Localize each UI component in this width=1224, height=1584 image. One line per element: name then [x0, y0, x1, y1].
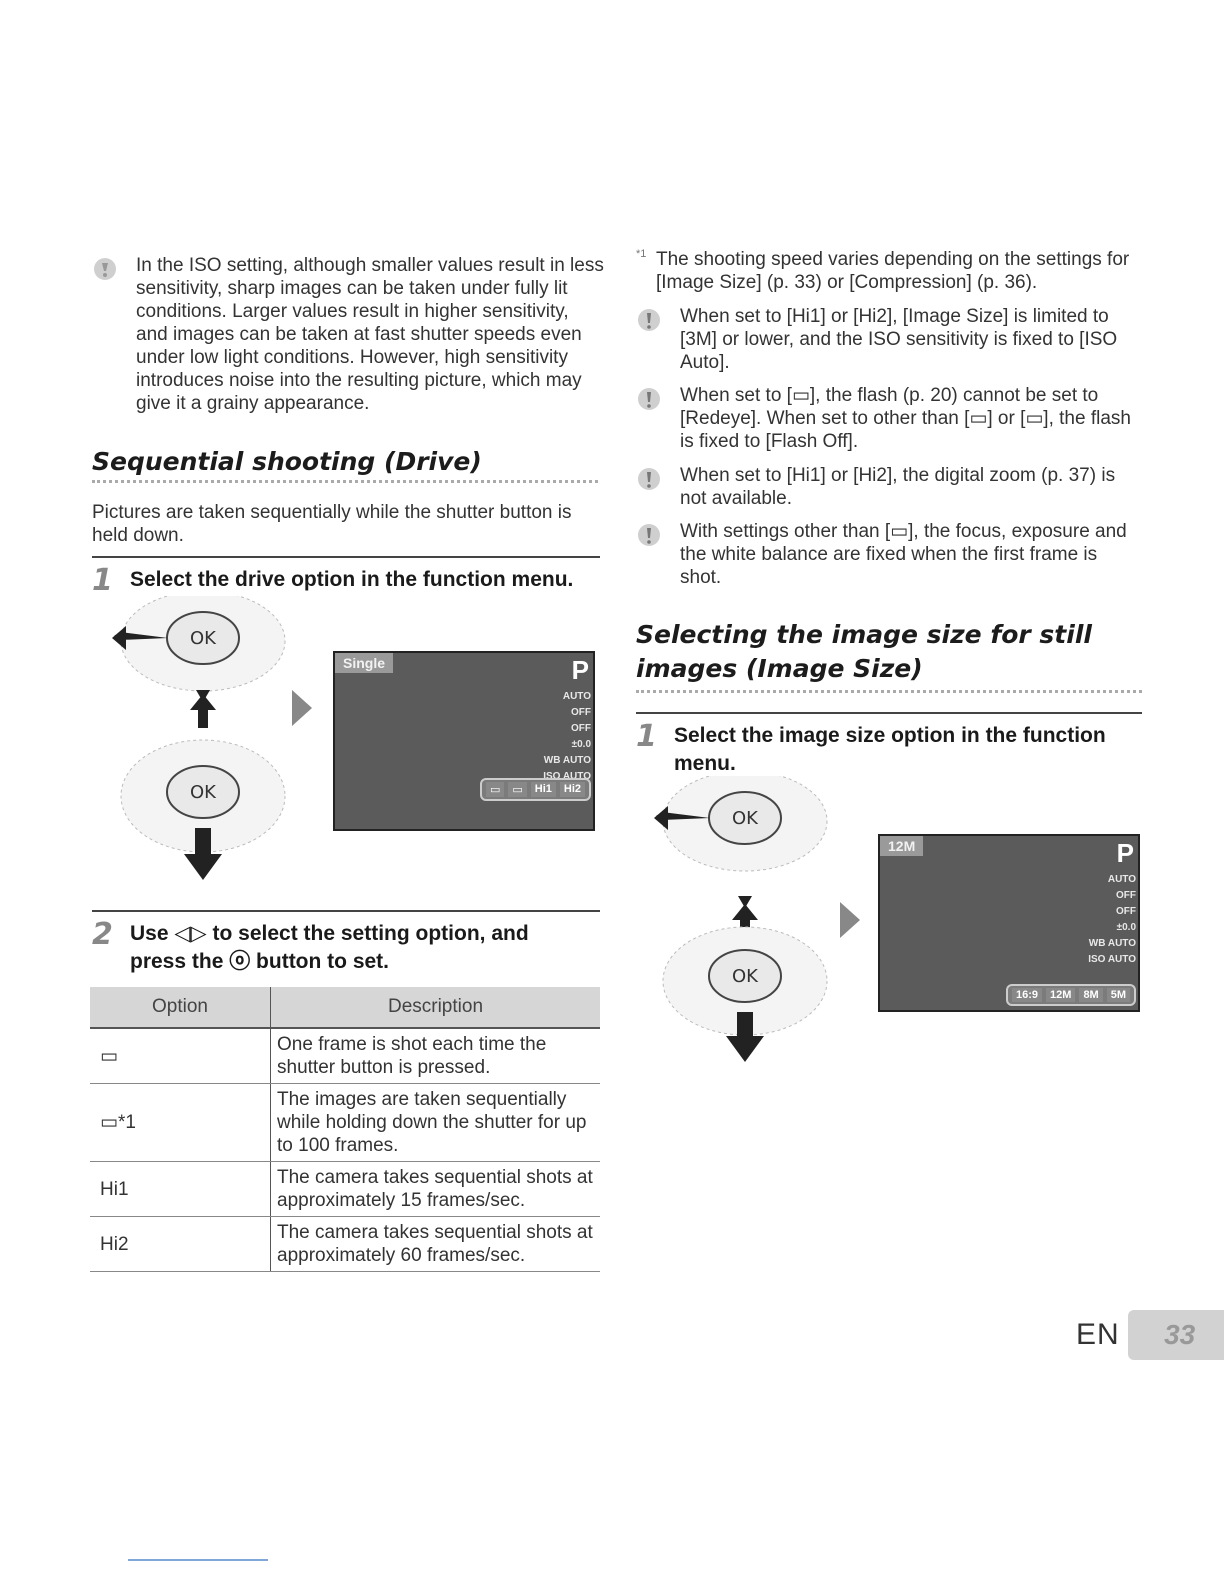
bottom-rule: [128, 1559, 268, 1561]
side-item: OFF: [571, 707, 591, 718]
caution-icon: [636, 307, 662, 333]
side-item: OFF: [571, 723, 591, 734]
step-text: Select the image size option in the func…: [674, 724, 1106, 775]
bar-option: 12M: [1046, 988, 1076, 1002]
caution-icon: [636, 466, 662, 492]
footnote-text: The shooting speed varies depending on t…: [656, 249, 1130, 293]
caution-note-text: When set to [Hi1] or [Hi2], [Image Size]…: [680, 306, 1118, 373]
camera-screen-image-size: 12M P AUTO OFF OFF ±0.0 WB AUTO ISO AUTO…: [878, 834, 1140, 1012]
page-language: EN: [1076, 1318, 1120, 1351]
svg-text:OK: OK: [190, 628, 217, 649]
caution-note: With settings other than [▭], the focus,…: [636, 520, 1142, 589]
drive-step-2: 2 Use ◁▷ to select the setting option, a…: [92, 910, 600, 976]
bar-option: Hi1: [530, 782, 556, 797]
svg-text:OK: OK: [732, 808, 759, 829]
step-text-line: Use ◁▷ to select the setting option, and: [130, 922, 529, 945]
side-item: ±0.0: [571, 739, 591, 750]
bar-option: 16:9: [1012, 988, 1043, 1002]
step-number: 1: [636, 719, 657, 754]
side-item: ISO AUTO: [543, 771, 591, 782]
description-cell: The camera takes sequential shots at app…: [270, 1161, 600, 1217]
step-text: Select the drive option in the function …: [130, 568, 574, 591]
table-row: ▭*1 The images are taken sequentially wh…: [90, 1083, 600, 1162]
option-cell: Hi1: [90, 1161, 271, 1217]
caution-icon: [636, 386, 662, 412]
bar-option: ▭: [508, 782, 527, 797]
svg-text:OK: OK: [732, 966, 759, 987]
note-icon: [92, 256, 118, 282]
table-row: ▭ One frame is shot each time the shutte…: [90, 1028, 600, 1084]
control-dial-illustration: OK OK: [112, 596, 286, 880]
screen-mode-indicator: P: [1116, 838, 1134, 868]
bar-option: 8M: [1079, 988, 1103, 1002]
table-row: Hi2 The camera takes sequential shots at…: [90, 1216, 600, 1272]
table-row: Hi1 The camera takes sequential shots at…: [90, 1161, 600, 1217]
next-arrow-icon: [292, 690, 312, 726]
screen-side-menu: AUTO OFF OFF ±0.0 WB AUTO ISO AUTO: [1088, 872, 1136, 968]
side-item: WB AUTO: [1088, 938, 1136, 949]
footnote-marker: *1: [636, 248, 647, 260]
side-item: OFF: [1116, 906, 1136, 917]
step-number: 1: [92, 563, 113, 598]
caution-note-text: When set to [▭], the flash (p. 20) canno…: [680, 385, 1131, 452]
iso-note: In the ISO setting, although smaller val…: [92, 254, 604, 415]
iso-note-text: In the ISO setting, although smaller val…: [136, 255, 604, 414]
option-cell: ▭: [90, 1028, 271, 1084]
screen-mode-indicator: P: [571, 655, 589, 685]
drive-intro-text: Pictures are taken sequentially while th…: [92, 502, 572, 546]
side-item: WB AUTO: [543, 755, 591, 766]
page-number-box: 33: [1127, 1310, 1224, 1360]
description-cell: The images are taken sequentially while …: [270, 1083, 600, 1162]
table-header-option: Option: [90, 987, 271, 1029]
caution-note: When set to [▭], the flash (p. 20) canno…: [636, 384, 1142, 453]
bar-option: ▭: [485, 782, 505, 797]
side-item: OFF: [1116, 890, 1136, 901]
title-line: images (Image Size): [636, 654, 923, 683]
step-text-line: press the ⓞ button to set.: [130, 950, 390, 973]
image-size-section-title: Selecting the image size for still image…: [636, 618, 1142, 693]
description-cell: One frame is shot each time the shutter …: [270, 1028, 600, 1084]
drive-section-title: Sequential shooting (Drive): [92, 447, 598, 483]
caution-note-text: With settings other than [▭], the focus,…: [680, 521, 1127, 588]
screen-setting-label: Single: [335, 653, 394, 673]
next-arrow-icon: [840, 902, 860, 938]
bar-option: 5M: [1106, 988, 1130, 1002]
title-line: Selecting the image size for still: [636, 620, 1092, 649]
screen-setting-label: 12M: [880, 836, 924, 856]
side-item: ±0.0: [1116, 922, 1136, 933]
option-cell: Hi2: [90, 1216, 271, 1272]
bar-option: Hi2: [559, 782, 585, 797]
step-number: 2: [92, 917, 113, 952]
svg-text:OK: OK: [190, 782, 217, 803]
caution-note-text: When set to [Hi1] or [Hi2], the digital …: [680, 465, 1116, 509]
drive-step-1: 1 Select the drive option in the functio…: [92, 556, 600, 596]
side-item: ISO AUTO: [1088, 954, 1136, 965]
caution-icon: [636, 522, 662, 548]
footnote: *1 The shooting speed varies depending o…: [636, 248, 1136, 294]
table-header-row: Option Description: [90, 987, 600, 1029]
screen-option-bar: ▭ ▭ Hi1 Hi2: [479, 778, 591, 801]
caution-note: When set to [Hi1] or [Hi2], [Image Size]…: [636, 305, 1142, 374]
camera-screen-drive: Single P AUTO OFF OFF ±0.0 WB AUTO ISO A…: [333, 651, 595, 831]
image-size-step-1: 1 Select the image size option in the fu…: [636, 712, 1142, 778]
step-text: Use ◁▷ to select the setting option, and…: [130, 920, 529, 976]
screen-option-bar: 16:9 12M 8M 5M: [1006, 984, 1136, 1006]
caution-note: When set to [Hi1] or [Hi2], the digital …: [636, 464, 1142, 510]
control-dial-illustration: OK OK: [654, 776, 828, 1062]
drive-options-table: Option Description ▭ One frame is shot e…: [90, 987, 600, 1272]
screen-side-menu: AUTO OFF OFF ±0.0 WB AUTO ISO AUTO: [543, 689, 591, 785]
side-item: AUTO: [1107, 874, 1136, 885]
table-header-description: Description: [270, 987, 600, 1029]
option-cell: ▭*1: [90, 1083, 271, 1162]
page-number: EN 33: [1076, 1310, 1224, 1360]
description-cell: The camera takes sequential shots at app…: [270, 1216, 600, 1272]
side-item: AUTO: [562, 691, 591, 702]
